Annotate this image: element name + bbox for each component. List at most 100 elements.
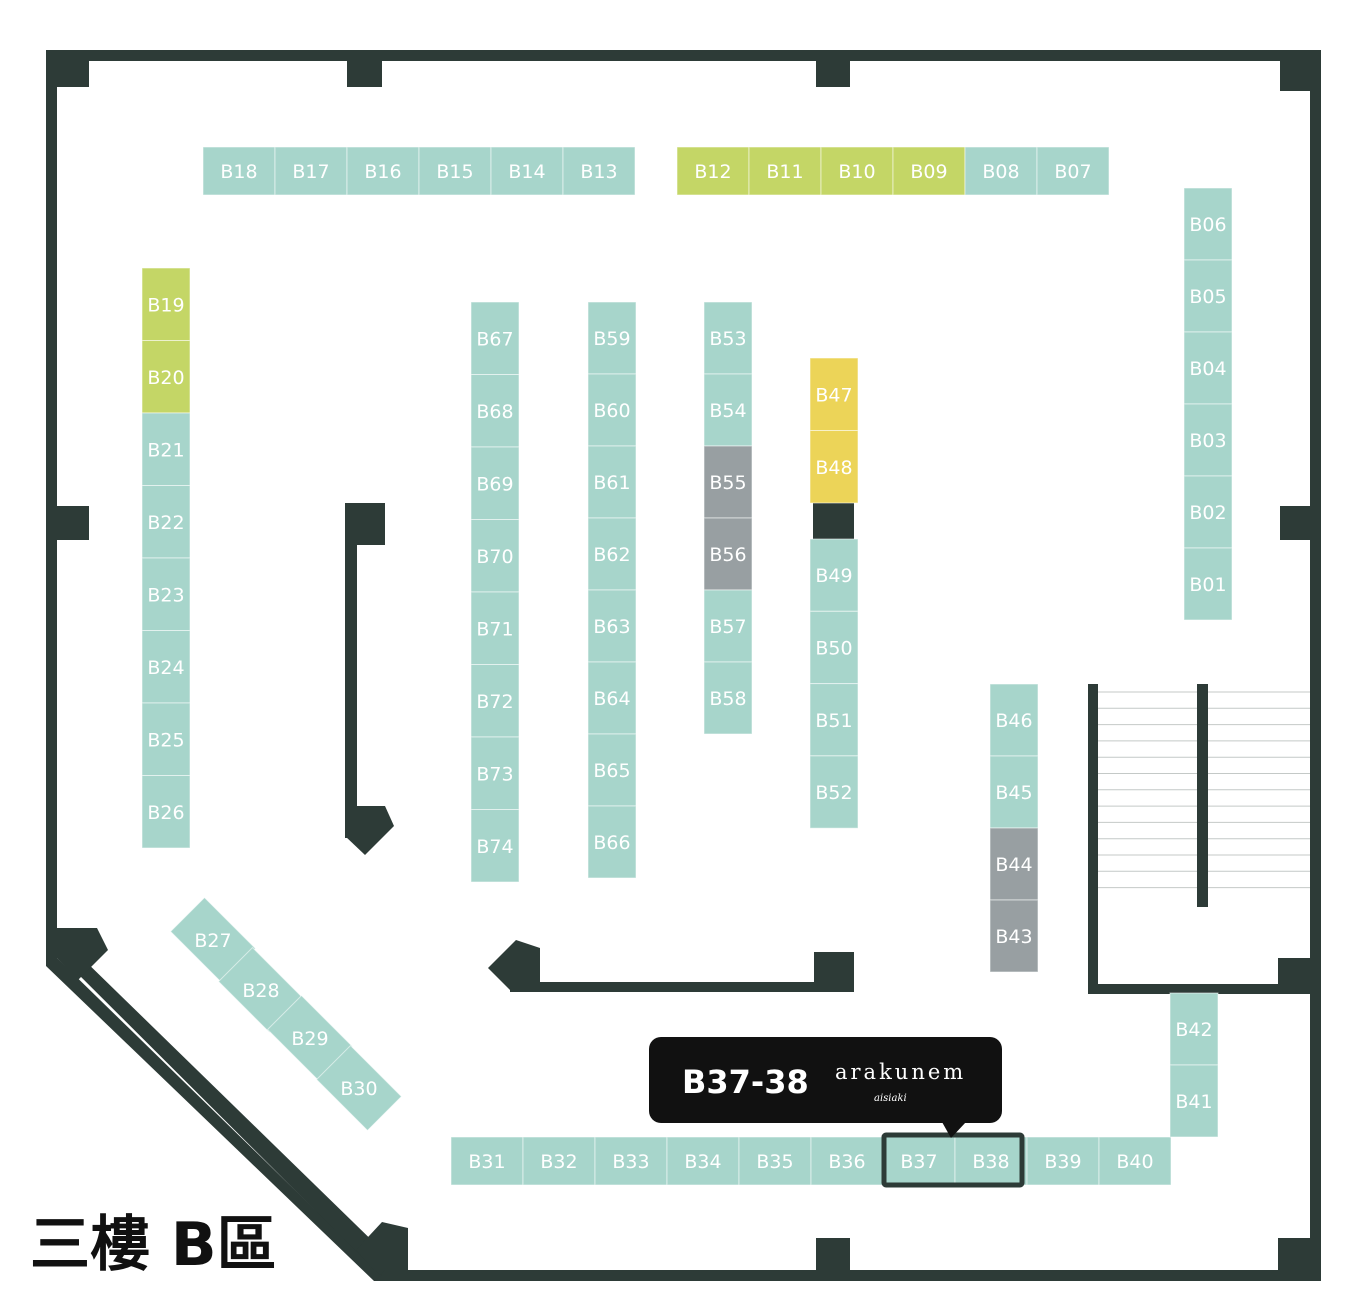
pillar [1280, 506, 1310, 540]
booth-b45[interactable]: B45 [989, 755, 1039, 829]
booth-label: B38 [972, 1151, 1009, 1173]
booth-b29[interactable]: B29 [266, 994, 354, 1082]
booth-b20[interactable]: B20 [141, 340, 191, 414]
booth-b21[interactable]: B21 [141, 412, 191, 486]
booth-b51[interactable]: B51 [809, 683, 859, 757]
booth-b37[interactable]: B37 [882, 1136, 956, 1186]
booth-b69[interactable]: B69 [470, 446, 520, 520]
booth-b24[interactable]: B24 [141, 630, 191, 704]
booth-label: B39 [1044, 1151, 1081, 1173]
booth-label: B32 [540, 1151, 577, 1173]
booth-b66[interactable]: B66 [587, 805, 637, 879]
pillar [816, 1238, 850, 1270]
booth-b74[interactable]: B74 [470, 809, 520, 883]
booth-label: B57 [709, 616, 746, 638]
booth-b18[interactable]: B18 [202, 146, 276, 196]
booth-b68[interactable]: B68 [470, 374, 520, 448]
booth-b23[interactable]: B23 [141, 557, 191, 631]
booth-b60[interactable]: B60 [587, 373, 637, 447]
booth-label: B63 [593, 616, 630, 638]
booth-label: B05 [1189, 286, 1226, 308]
booth-b43[interactable]: B43 [989, 899, 1039, 973]
booth-b50[interactable]: B50 [809, 610, 859, 685]
booth-label: B42 [1175, 1019, 1212, 1041]
booth-b52[interactable]: B52 [809, 755, 859, 829]
booth-b25[interactable]: B25 [141, 702, 191, 776]
booth-b26[interactable]: B26 [141, 775, 191, 849]
booth-b41[interactable]: B41 [1169, 1064, 1219, 1138]
booth-label: B35 [756, 1151, 793, 1173]
booth-b02[interactable]: B02 [1183, 475, 1233, 549]
booth-b46[interactable]: B46 [989, 683, 1039, 757]
booth-b56[interactable]: B56 [703, 517, 753, 591]
booth-label: B11 [766, 161, 803, 183]
booth-b57[interactable]: B57 [703, 589, 753, 663]
booth-b72[interactable]: B72 [470, 664, 520, 738]
booth-b63[interactable]: B63 [587, 589, 637, 663]
booth-b04[interactable]: B04 [1183, 331, 1233, 405]
booth-b39[interactable]: B39 [1026, 1136, 1100, 1186]
booth-b53[interactable]: B53 [703, 301, 753, 375]
booth-b19[interactable]: B19 [141, 267, 191, 341]
booth-b38[interactable]: B38 [954, 1136, 1028, 1186]
booth-b34[interactable]: B34 [666, 1136, 740, 1186]
booth-b05[interactable]: B05 [1183, 259, 1233, 333]
booth-label: B08 [982, 161, 1019, 183]
pillar [1280, 61, 1310, 91]
booth-b67[interactable]: B67 [470, 301, 520, 375]
booth-b49[interactable]: B49 [809, 538, 859, 612]
booth-label: B45 [995, 782, 1032, 804]
booth-b11[interactable]: B11 [748, 146, 822, 196]
booth-b12[interactable]: B12 [676, 146, 750, 196]
booth-b62[interactable]: B62 [587, 517, 637, 591]
booth-b10[interactable]: B10 [820, 146, 894, 196]
booth-label: B65 [593, 760, 630, 782]
booth-label: B21 [147, 439, 184, 461]
booth-label: B53 [709, 328, 746, 350]
booth-b22[interactable]: B22 [141, 485, 191, 559]
booth-b16[interactable]: B16 [346, 146, 420, 196]
callout-brand-name: arakunem [835, 1060, 966, 1084]
booth-b17[interactable]: B17 [274, 146, 348, 196]
booth-b64[interactable]: B64 [587, 661, 637, 735]
booth-b65[interactable]: B65 [587, 733, 637, 807]
booth-b06[interactable]: B06 [1183, 187, 1233, 261]
booth-b09[interactable]: B09 [892, 146, 966, 196]
booth-label: B68 [476, 401, 513, 423]
booth-b30[interactable]: B30 [315, 1044, 403, 1132]
booth-b31[interactable]: B31 [450, 1136, 524, 1186]
booth-label: B16 [364, 161, 401, 183]
booth-b08[interactable]: B08 [964, 146, 1038, 196]
booth-b58[interactable]: B58 [703, 661, 753, 735]
staircase [1088, 684, 1310, 994]
booth-b01[interactable]: B01 [1183, 547, 1233, 621]
booth-b13[interactable]: B13 [562, 146, 636, 196]
booth-b70[interactable]: B70 [470, 519, 520, 593]
pillar [347, 61, 382, 87]
booth-b47[interactable]: B47 [809, 357, 859, 431]
booth-label: B34 [684, 1151, 721, 1173]
booth-b35[interactable]: B35 [738, 1136, 812, 1186]
booth-b73[interactable]: B73 [470, 736, 520, 810]
booth-b61[interactable]: B61 [587, 445, 637, 519]
booth-label: B29 [291, 1028, 328, 1050]
booth-b36[interactable]: B36 [810, 1136, 884, 1186]
booth-label: B17 [292, 161, 329, 183]
booth-label: B59 [593, 328, 630, 350]
booth-b44[interactable]: B44 [989, 827, 1039, 901]
booth-b71[interactable]: B71 [470, 591, 520, 665]
booth-b14[interactable]: B14 [490, 146, 564, 196]
booth-b48[interactable]: B48 [809, 430, 859, 504]
booth-b55[interactable]: B55 [703, 445, 753, 519]
booth-b32[interactable]: B32 [522, 1136, 596, 1186]
booth-label: B33 [612, 1151, 649, 1173]
booth-b15[interactable]: B15 [418, 146, 492, 196]
booth-b59[interactable]: B59 [587, 301, 637, 375]
booth-b07[interactable]: B07 [1036, 146, 1110, 196]
booth-b33[interactable]: B33 [594, 1136, 668, 1186]
booth-b54[interactable]: B54 [703, 373, 753, 447]
booth-b40[interactable]: B40 [1098, 1136, 1172, 1186]
booth-b42[interactable]: B42 [1169, 992, 1219, 1066]
booth-b03[interactable]: B03 [1183, 403, 1233, 477]
booth-callout[interactable]: B37-38 arakunem aisiaki [649, 1037, 1002, 1138]
